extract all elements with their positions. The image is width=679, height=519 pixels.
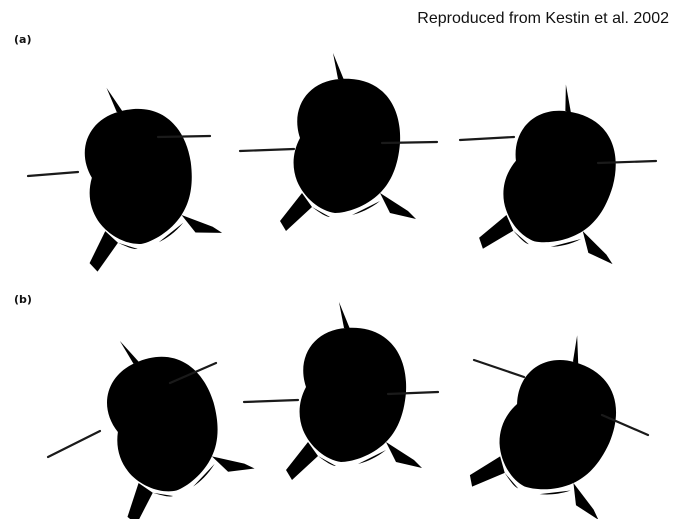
panel-label-b: (b) (14, 293, 32, 306)
fish-b-left (40, 305, 250, 515)
fish-a-center (232, 43, 442, 263)
credit-text: Reproduced from Kestin et al. 2002 (417, 10, 669, 28)
panel-label-a: (a) (14, 33, 31, 46)
fish-b-right (452, 305, 667, 515)
fish-a-left (18, 55, 228, 265)
fish-a-right (450, 55, 660, 265)
fish-b-center (238, 292, 448, 517)
